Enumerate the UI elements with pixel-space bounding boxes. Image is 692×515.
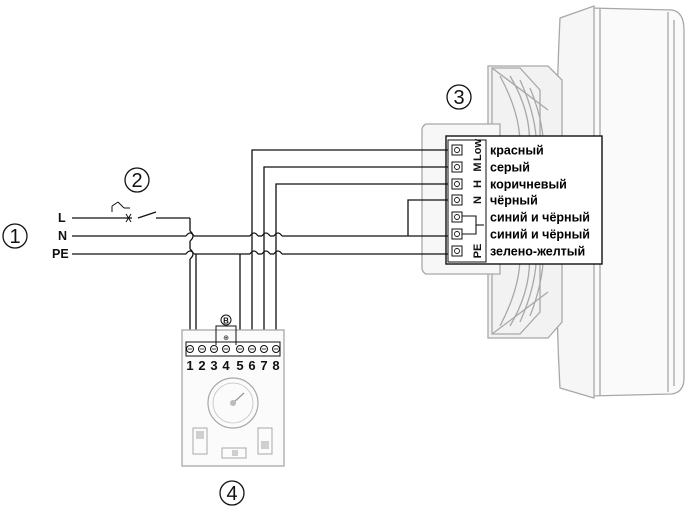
callout-4: 4 [219, 480, 245, 506]
controller-terminal: 7 [260, 345, 268, 373]
wire-color-label: коричневый [490, 178, 567, 192]
label-L: L [58, 211, 66, 225]
fuse-symbol-label-b: ⊕ [223, 335, 229, 342]
screw-terminal [451, 245, 463, 257]
controller-terminal: 2 [198, 345, 206, 373]
controller-terminal-number: 8 [272, 358, 279, 373]
fan-terminal-label: PE [472, 244, 484, 259]
screw-head [454, 164, 460, 170]
screw-head [454, 214, 460, 220]
screw-head [454, 181, 460, 187]
fan-terminal-label: H [472, 180, 484, 188]
label-N: N [58, 229, 67, 243]
screw-head [454, 231, 460, 237]
fan-terminal-board [445, 135, 603, 265]
controller-terminal-number: 7 [260, 358, 267, 373]
wire-color-label: красный [490, 144, 544, 158]
screw-terminal [451, 194, 463, 206]
wire-color-label: чёрный [490, 194, 538, 208]
controller-terminal: 5 [236, 345, 244, 373]
controller-terminal-number: 1 [186, 358, 193, 373]
fuse-symbol [215, 314, 237, 345]
screw-terminal [451, 144, 463, 156]
controller-terminal-number: 3 [210, 358, 217, 373]
mains-wires [72, 211, 448, 345]
thermostat-controller [181, 329, 285, 467]
label-PE: PE [52, 247, 69, 261]
fan-terminal-label: M [472, 162, 484, 171]
fan-terminal: Low красный [451, 139, 544, 161]
callout-2: 2 [124, 167, 150, 193]
fan-terminal-label: Low [472, 139, 484, 161]
speed-wires [195, 149, 448, 345]
callout-3: 3 [446, 84, 472, 110]
controller-terminal: 3 [210, 345, 218, 373]
controller-terminal-number: 2 [198, 358, 205, 373]
screw-head [454, 197, 460, 203]
screw-terminal [451, 161, 463, 173]
controller-terminal: 1 [186, 345, 194, 373]
fan-terminal: PE зелено-желтый [451, 244, 585, 259]
controller-terminal: 4 [222, 345, 230, 373]
controller-terminal-number: 5 [236, 358, 243, 373]
wire-color-label: синий и чёрный [490, 228, 590, 242]
wire-color-label: синий и чёрный [490, 211, 590, 225]
fan-terminal-label: N [472, 196, 484, 204]
controller-terminal-number: 4 [222, 358, 230, 373]
screw-terminal [451, 178, 463, 190]
screw-head [454, 248, 460, 254]
wire-color-label: серый [490, 161, 530, 175]
callout-4-number: 4 [226, 483, 237, 505]
callout-2-number: 2 [131, 170, 142, 192]
screw-terminal [451, 211, 463, 223]
fuse-symbol-label: B [223, 317, 229, 326]
callout-1: 1 [2, 223, 28, 249]
screw-head [454, 147, 460, 153]
controller-terminal: 8 [272, 345, 280, 373]
fan-jumper [462, 215, 484, 235]
controller-terminal-number: 6 [248, 358, 255, 373]
manual-switch [111, 201, 132, 223]
controller-terminal: 6 [248, 345, 256, 373]
fan-terminal: синий и чёрный [451, 211, 590, 225]
screw-terminal [451, 228, 463, 240]
callout-1-number: 1 [9, 226, 20, 248]
callout-3-number: 3 [453, 87, 464, 109]
wire-color-label: зелено-желтый [490, 245, 585, 259]
